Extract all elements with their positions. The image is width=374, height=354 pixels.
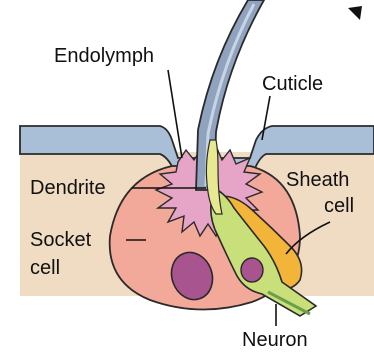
label-sheath-line2: cell <box>324 195 354 217</box>
label-socket-line1: Socket <box>30 229 92 251</box>
label-dendrite: Dendrite <box>30 177 106 199</box>
label-neuron: Neuron <box>242 329 308 351</box>
neuron-nucleus <box>241 258 263 282</box>
label-cuticle: Cuticle <box>262 73 323 95</box>
label-sheath-line1: Sheath <box>286 169 349 191</box>
label-socket-line2: cell <box>30 257 60 279</box>
corner-mark <box>348 6 362 20</box>
label-endolymph: Endolymph <box>54 45 154 67</box>
